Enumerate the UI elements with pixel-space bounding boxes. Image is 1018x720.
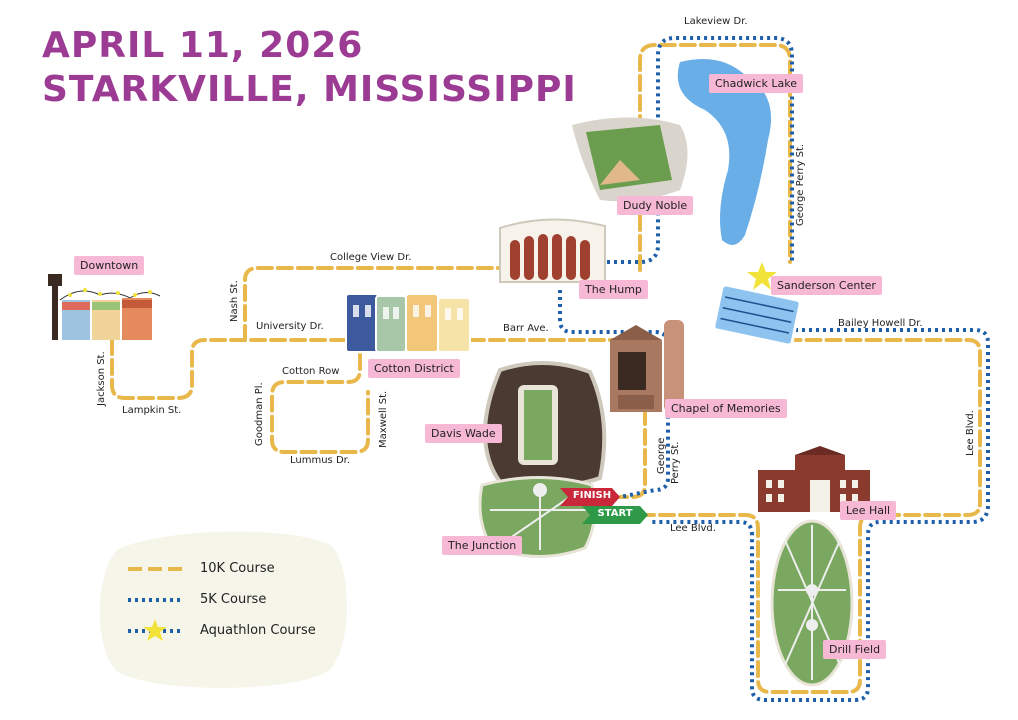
street-maxwell: Maxwell St.: [378, 390, 389, 448]
legend-aquathlon-symbol: [128, 619, 182, 641]
street-cotton-row: Cotton Row: [282, 366, 340, 377]
dudy-noble-illustration: [572, 117, 688, 202]
legend-5k-label: 5K Course: [200, 592, 267, 607]
street-lee-blvd-bottom: Lee Blvd.: [670, 523, 716, 534]
tag-sanderson-center: Sanderson Center: [771, 276, 882, 295]
tag-cotton-district: Cotton District: [368, 359, 460, 378]
street-lummus: Lummus Dr.: [290, 455, 351, 466]
legend-background: [99, 531, 347, 688]
tag-davis-wade: Davis Wade: [425, 424, 502, 443]
tag-chadwick-lake: Chadwick Lake: [709, 74, 803, 93]
chapel-illustration: [610, 320, 684, 412]
course-10k-route: [110, 43, 982, 694]
legend-10k-label: 10K Course: [200, 561, 275, 576]
tag-lee-hall: Lee Hall: [840, 501, 897, 520]
street-bailey-howell: Bailey Howell Dr.: [838, 318, 923, 329]
tag-chapel-of-memories: Chapel of Memories: [665, 399, 787, 418]
tag-the-junction: The Junction: [442, 536, 523, 555]
street-george-line1: George: [656, 437, 667, 474]
legend-aquathlon-label: Aquathlon Course: [200, 623, 316, 638]
tag-downtown: Downtown: [74, 256, 145, 275]
legend-star-icon: [143, 619, 167, 641]
finish-banner: [560, 488, 620, 506]
street-university: University Dr.: [256, 321, 324, 332]
tag-drill-field: Drill Field: [823, 640, 887, 659]
event-date: APRIL 11, 2026: [42, 25, 364, 66]
start-banner: [582, 506, 648, 524]
chadwick-lake: [677, 58, 772, 245]
event-location: STARKVILLE, MISSISSIPPI: [42, 69, 577, 110]
street-jackson: Jackson St.: [96, 351, 107, 406]
tag-dudy-noble: Dudy Noble: [617, 196, 694, 215]
cotton-district-illustration: [345, 293, 471, 353]
downtown-illustration: [48, 274, 161, 340]
finish-label: FINISH: [572, 490, 612, 501]
street-lakeview: Lakeview Dr.: [684, 16, 748, 27]
the-hump-illustration: [499, 218, 606, 283]
tag-the-hump: The Hump: [579, 280, 648, 299]
davis-wade-illustration: [483, 361, 607, 489]
start-label: START: [597, 508, 633, 519]
street-lee-blvd-right: Lee Blvd.: [965, 410, 976, 456]
street-barr: Barr Ave.: [503, 323, 549, 334]
street-george-perry-top: George Perry St.: [795, 143, 806, 226]
street-lampkin: Lampkin St.: [122, 405, 182, 416]
aquathlon-star-icon: [747, 262, 777, 290]
street-college-view: College View Dr.: [330, 252, 412, 263]
street-goodman: Goodman Pl.: [254, 382, 265, 446]
street-nash: Nash St.: [229, 280, 240, 322]
street-george-line2: Perry St.: [670, 441, 681, 484]
sanderson-center-illustration: [712, 283, 802, 347]
drill-field-illustration: [770, 519, 854, 687]
